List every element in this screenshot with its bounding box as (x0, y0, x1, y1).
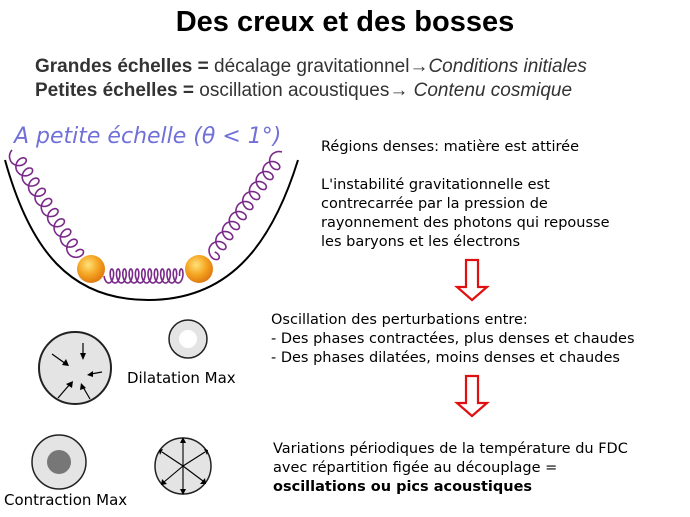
baryon-ball-icon (77, 255, 105, 283)
text-block-dense-regions: Régions denses: matière est attirée (321, 139, 579, 155)
large-scales-text: décalage gravitationnel (208, 56, 410, 77)
text-line: - Des phases dilatées, moins denses et c… (271, 350, 620, 366)
text-line: L'instabilité gravitationnelle est (321, 177, 550, 193)
small-scales-result: Contenu cosmique (413, 80, 573, 101)
text-line: Oscillation des perturbations entre: (271, 312, 528, 328)
text-line: rayonnement des photons qui repousse (321, 215, 610, 231)
text-line: contrecarrée par la pression de (321, 196, 548, 212)
text-line: avec répartition figée au découplage = (273, 460, 558, 476)
page-title: Des creux et des bosses (175, 6, 515, 38)
small-scales-text: oscillation acoustiques (193, 80, 390, 101)
large-scales-result: Conditions initiales (428, 56, 587, 77)
potential-well (4, 159, 299, 302)
spring-middle-icon (103, 268, 184, 284)
text-line: - Des phases contractées, plus denses et… (271, 331, 635, 347)
large-circle-inward-arrows-icon (38, 331, 112, 405)
diagram-heading: A petite échelle (θ < 1°) (14, 124, 282, 149)
subtitle-large-scales: Grandes échelles = décalage gravitationn… (35, 56, 587, 78)
contraction-label: Contraction Max (4, 491, 128, 509)
text-line: les baryons et les électrons (321, 234, 521, 250)
red-down-arrow-icon (454, 374, 490, 418)
arrow-right-icon: → (409, 56, 429, 77)
spring-left-icon (8, 149, 85, 259)
red-down-arrow-icon (454, 258, 490, 302)
outward-arrows-circle-icon (154, 437, 212, 495)
text-block-oscillation: Oscillation des perturbations entre: - D… (271, 311, 635, 368)
baryon-ball-icon (185, 255, 213, 283)
text-line: Variations périodiques de la température… (273, 441, 628, 457)
arrow-right-icon: → (389, 80, 414, 101)
text-block-variations: Variations périodiques de la température… (273, 440, 628, 497)
contraction-circle-icon (31, 434, 87, 490)
large-scales-label: Grandes échelles = (35, 56, 209, 77)
subtitle-small-scales: Petites échelles = oscillation acoustiqu… (35, 80, 572, 102)
text-block-instability: L'instabilité gravitationnelle est contr… (321, 176, 610, 252)
dilatation-label: Dilatation Max (127, 369, 236, 387)
spring-right-icon (208, 150, 283, 261)
small-scales-label: Petites échelles = (35, 80, 194, 101)
text-line-bold: oscillations ou pics acoustiques (273, 479, 533, 495)
dilatation-circle-icon (168, 319, 208, 359)
